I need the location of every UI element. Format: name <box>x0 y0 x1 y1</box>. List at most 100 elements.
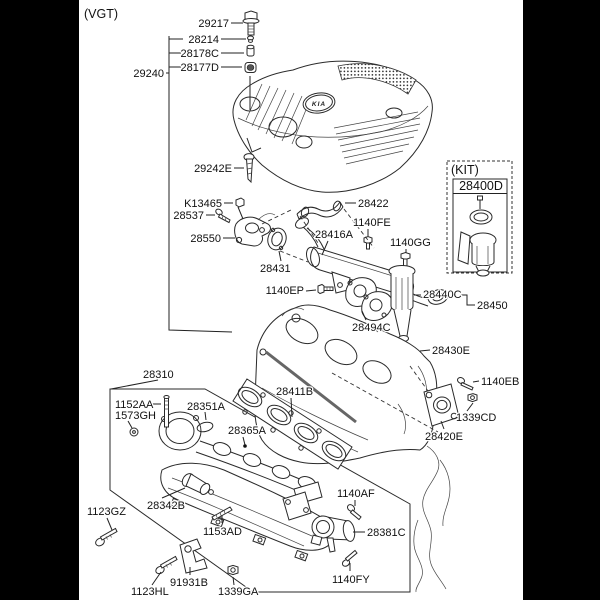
leader-lines <box>106 22 480 586</box>
intake-gasket-28411B <box>232 378 353 470</box>
cover-right-ribs <box>333 111 421 165</box>
part-label-28365A: 28365A <box>228 425 267 437</box>
part-label-kia-logo: KIA <box>312 101 326 108</box>
leader-pipe-to-cooler-b <box>279 250 309 263</box>
part-label-1140FY: 1140FY <box>332 574 370 586</box>
part-label-1339CD: 1339CD <box>456 412 496 424</box>
leader-28365A <box>242 436 246 446</box>
part-label-1140GG: 1140GG <box>390 237 431 249</box>
solenoid-cluster <box>282 481 356 553</box>
part-label-28422: 28422 <box>358 198 389 210</box>
gasket-pair-28494C <box>345 277 393 321</box>
bolt-1140EP <box>317 283 334 295</box>
head-rail <box>265 350 357 424</box>
nut-1339CD <box>467 393 478 403</box>
part-labels: (VGT)292172821428178C28177D2924029242EK1… <box>83 6 521 600</box>
part-label-29217: 29217 <box>198 18 229 30</box>
part-label-28420E: 28420E <box>425 431 463 443</box>
leader-1123GZ <box>106 517 113 531</box>
part-label-28416A: 28416A <box>315 229 354 241</box>
cover-fasteners <box>242 10 260 73</box>
part-label-28450: 28450 <box>477 300 508 312</box>
cover-notch <box>246 137 262 153</box>
leader-cooler-to-adapter <box>331 372 439 433</box>
kit-egr-valve-drawing <box>457 195 497 277</box>
part-label-28351A: 28351A <box>187 401 226 413</box>
part-label-28342B: 28342B <box>147 500 185 512</box>
leader-1573GH <box>127 420 133 429</box>
gasket-28431 <box>267 227 287 251</box>
leader-1339CD <box>466 402 474 412</box>
leader-28494C <box>361 310 367 321</box>
part-label-1140EB: 1140EB <box>481 376 519 388</box>
part-label-1153AD: 1153AD <box>203 526 242 538</box>
engine-outline <box>413 445 451 593</box>
cover-recess-small <box>295 135 313 149</box>
grommet-28177D <box>244 62 257 73</box>
bracket-91931B <box>179 538 208 574</box>
manifold-group-box <box>109 388 411 593</box>
leader-28450-bracket <box>460 294 475 306</box>
solenoid-valve-28381C <box>310 515 356 553</box>
leader-28342B <box>161 487 186 499</box>
leader-pipe-to-cooler-a <box>261 208 294 225</box>
part-label-1123GZ: 1123GZ <box>87 506 126 518</box>
left-matte-band <box>0 0 79 600</box>
part-label-1152AA: 1152AA <box>115 399 154 411</box>
part-label-28430E: 28430E <box>432 345 470 357</box>
kit-box <box>446 160 513 277</box>
bolt-1123HL <box>155 555 178 575</box>
part-label-28400D: 28400D <box>459 179 503 193</box>
leader-K13465-stem <box>237 206 244 220</box>
part-label-28440C: 28440C <box>423 289 462 301</box>
leader-1140EB <box>472 380 480 383</box>
part-label-1140FE: 1140FE <box>353 217 391 229</box>
bracket-lower <box>282 491 312 521</box>
part-label-1573GH: 1573GH <box>115 410 156 422</box>
part-label-28411B: 28411B <box>276 386 313 398</box>
part-label-K13465: K13465 <box>184 198 222 210</box>
nut-1339GA <box>227 564 239 576</box>
part-label-28550: 28550 <box>190 233 221 245</box>
part-label-28310: 28310 <box>143 369 174 381</box>
part-label-28537: 28537 <box>173 210 204 222</box>
washer-28214 <box>247 35 254 43</box>
leader-ring-to-adapter <box>409 365 429 392</box>
spacer-28178C <box>246 44 255 57</box>
engine-cover-29240 <box>232 60 433 193</box>
part-label-1140EP: 1140EP <box>266 285 304 297</box>
part-label-28177D: 28177D <box>180 62 219 74</box>
leader-hose-to-cooler-a <box>299 215 319 244</box>
leader-28310 <box>110 379 159 390</box>
28365A-point <box>243 444 247 448</box>
cooler-inlet-flange <box>295 217 309 229</box>
leader-1140EP <box>305 289 317 292</box>
cover-recess-center <box>268 116 298 138</box>
throttle-inlet <box>158 411 202 451</box>
hose-clamp <box>332 200 342 212</box>
cooler-outlet-flange <box>427 289 449 305</box>
part-label-1140AF: 1140AF <box>337 488 375 500</box>
bolt-1140FY <box>341 549 358 567</box>
right-matte-band <box>523 0 600 600</box>
part-label-1123HL: 1123HL <box>131 586 169 598</box>
leader-1123HL <box>151 571 162 586</box>
stud-1152AA <box>163 395 170 428</box>
leader-28431 <box>278 250 282 262</box>
part-label-28494C: 28494C <box>352 322 391 334</box>
screw-29242E <box>243 153 255 184</box>
part-label-28178C: 28178C <box>180 48 219 60</box>
bolt-28537 <box>215 208 231 224</box>
cover-mesh-grille <box>337 63 417 95</box>
egr-pipe-28550 <box>234 213 276 247</box>
part-label-1339GA: 1339GA <box>218 586 259 598</box>
bolt-1140AF <box>347 504 362 521</box>
leader-28411B <box>290 397 293 418</box>
part-label-91931B: 91931B <box>170 577 208 589</box>
leader-1339GA <box>232 576 235 586</box>
part-label-vgt: (VGT) <box>84 7 118 21</box>
bolt-1140EB <box>457 377 474 391</box>
manifold-feet <box>170 497 309 562</box>
cover-recess-right <box>385 107 403 119</box>
